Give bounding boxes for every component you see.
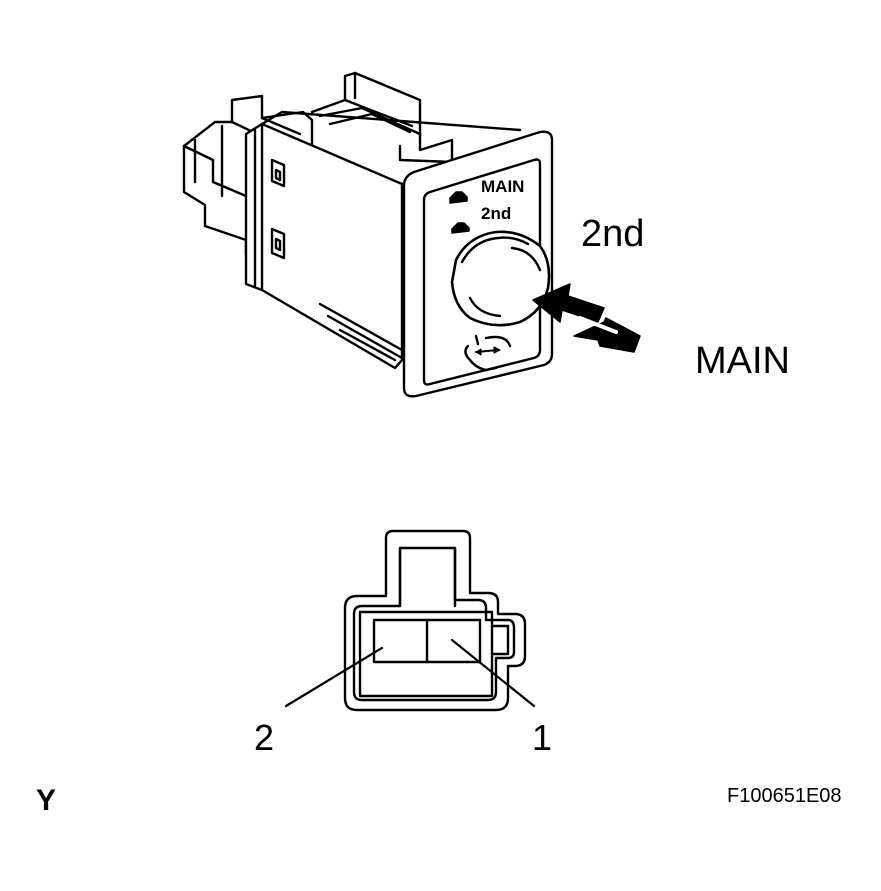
seat-icon [464, 334, 512, 372]
figure-code: F100651E08 [727, 785, 842, 807]
pin-1-leader [450, 638, 536, 708]
label-main: MAIN [695, 340, 790, 382]
switch-body-icon [182, 71, 554, 398]
face-main-text: MAIN [481, 177, 525, 196]
face-2nd-text: 2nd [481, 204, 512, 223]
corner-mark: Y [36, 784, 57, 817]
connector-icon [343, 529, 527, 712]
label-2nd: 2nd [581, 213, 645, 255]
pin-1-label: 1 [532, 717, 553, 758]
pin-2-label: 2 [254, 717, 275, 758]
push-arrow-icon [532, 283, 605, 323]
pull-arrow-icon [573, 316, 641, 353]
pin-2-leader [284, 646, 384, 708]
